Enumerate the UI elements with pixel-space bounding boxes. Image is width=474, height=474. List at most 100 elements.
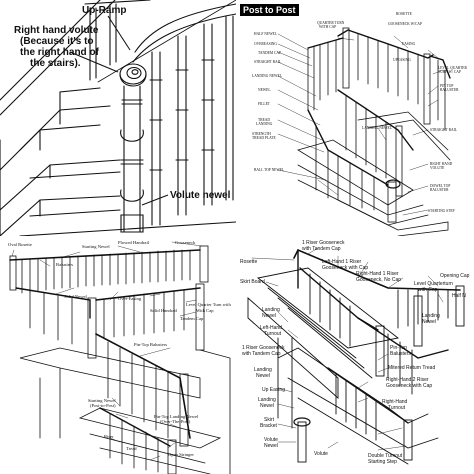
baluster-label: BALUSTER <box>440 88 459 92</box>
with-cap-label: with Cap <box>418 287 438 293</box>
dowel-top-label: DOWEL TOP <box>430 184 451 188</box>
turnout-2-label: Turnout <box>388 405 406 411</box>
strength-label: STRENGTH <box>252 132 271 136</box>
opening-cap-label: Opening Cap <box>440 273 470 279</box>
pin-top-landing-newel-label: Pin-Top Landing Newel <box>154 414 199 419</box>
rosette-label: ROSETTE <box>396 12 412 16</box>
up-easing-label: Up Easing <box>262 387 286 393</box>
post-to-post-title: Post to Post <box>240 4 299 16</box>
panel-right-hand-volute: Up-Ramp Right hand volute (Because it's … <box>0 0 236 236</box>
over-easing-label: Over-Easing <box>118 296 142 301</box>
straight-rail-label: STRAIGHT RAIL <box>254 60 281 64</box>
over-the-post-label: (Over-The-Post) <box>160 419 191 424</box>
newel-label: NEWEL <box>258 88 271 92</box>
starting-step-label: STARTING STEP <box>428 209 455 213</box>
skirt-board-label: Skirt Board <box>240 279 265 285</box>
right-hand-turnout-label: Right-Hand <box>382 399 408 405</box>
skirt-bracket-label: Skirt <box>264 417 274 423</box>
newel-right-label: Newel <box>422 319 436 325</box>
straight-rail-right-label: STRAIGHT RAIL <box>430 128 457 132</box>
open-stringer-label: Open Stringer <box>168 452 194 457</box>
gooseneck-label: Gooseneck <box>175 240 196 245</box>
volute-label: VOLUTE <box>430 166 445 170</box>
ball-top-newel-label: BALL TOP NEWEL <box>254 168 285 172</box>
landing-newel-top-label: Landing <box>262 307 280 313</box>
right-hand-1-riser-label: Right-Hand 1 Riser <box>356 271 399 277</box>
gooseneck-no-cap-label: Gooseneck, No Cap <box>356 277 402 283</box>
starting-newel-label: Starting Newel <box>82 244 110 249</box>
with-tandem-cap-2-label: with Tandem Cap <box>242 351 281 357</box>
starting-step-label: Starting Step <box>368 459 397 465</box>
fillet-label: FILLET <box>258 102 270 106</box>
right-hand-volute-label-4: the stairs). <box>30 58 81 69</box>
riser-gooseneck-tandem-label: 1 Riser Gooseneck <box>302 240 345 246</box>
landing-newel-right-label: Landing <box>422 313 440 319</box>
tread-plate-label: TREAD PLATE <box>252 136 276 140</box>
with-cap-label: With Cap <box>196 308 214 313</box>
half-newel-label: HALF NEWEL <box>254 32 277 36</box>
overeasing-label: OVEREASING <box>254 42 277 46</box>
panel-post-to-post: Post to Post ROSETTE QUARTER TURN WITH C… <box>238 0 474 236</box>
solid-newel-label: Solid Newel <box>64 294 87 299</box>
tandem-cap-label: Tandem Cap <box>180 316 204 321</box>
volute-newel-b-label: Newel <box>264 443 278 449</box>
right-hand-label: RIGHT HAND <box>430 162 453 166</box>
double-turnout-label: Double Turnout <box>368 453 403 459</box>
solid-handrail-label: Solid Handrail <box>150 308 177 313</box>
oval-rosette-label: Oval Rosette <box>8 242 32 247</box>
post-to-post-label: (Post-to-Post) <box>90 403 116 408</box>
volute-newel-label: Volute newel <box>170 190 231 201</box>
right-hand-volute-label-2: (Because it's to <box>20 36 94 47</box>
gooseneck-with-cap-label: Gooseneck with Cap <box>322 265 369 271</box>
left-hand-gooseneck-label: Left-Hand 1 Riser <box>322 259 362 265</box>
landing-newel-2-label: Landing <box>258 397 276 403</box>
plowed-handrail-label: Plowed Handrail <box>118 240 150 245</box>
over-the-post-staircase-drawing <box>247 247 465 465</box>
panel-three-flight-stair: Oval Rosette Starting Newel Plowed Handr… <box>0 238 236 474</box>
quarter-turn-label: QUARTER TURN <box>317 21 345 25</box>
newel-top-label: Newel <box>262 313 276 319</box>
with-cap-label: WITH CAP <box>319 25 337 29</box>
tandem-cap-label: TANDEM CAP <box>258 51 281 55</box>
with-tandem-cap-label: with Tandem Cap <box>302 246 341 252</box>
landing-newel-label: Landing <box>254 367 272 373</box>
grid-divider-horizontal <box>0 236 474 238</box>
newel-2-label: Newel <box>260 403 274 409</box>
newel-label: Newel <box>256 373 270 379</box>
starting-newel-2-label: Starting Newel <box>88 398 116 403</box>
volute-newel-a-label: Volute <box>264 437 278 443</box>
upeasing-label: UPEASING <box>393 58 411 62</box>
right-hand-2-riser-label: Right-Hand 2 Riser <box>386 377 429 383</box>
panel-over-the-post-stair: Rosette 1 Riser Gooseneck with Tandem Ca… <box>238 238 474 474</box>
riser-gooseneck-2-label: 1 Riser Gooseneck <box>242 345 285 351</box>
balusters-label: Balusters <box>56 262 74 267</box>
level-quarterturn-label: Level Quarterturn <box>414 281 453 287</box>
rosette-label: Rosette <box>240 259 258 265</box>
right-hand-volute-label-3: the right hand of <box>20 47 99 58</box>
tread-label: Tread <box>126 446 137 451</box>
tread-label: TREAD <box>258 118 270 122</box>
three-flight-staircase-drawing <box>9 241 231 474</box>
level-quarter-turn-label: Level Quarter Turn with <box>186 302 231 307</box>
baluster-right-label: BALUSTER <box>430 188 449 192</box>
landing-tread-label: LANDING <box>256 122 273 126</box>
gooseneck-cap-label: GOOSENECK W/CAP <box>388 22 422 26</box>
right-hand-volute-label-1: Right hand volute <box>14 25 99 36</box>
easing-label: EASING <box>402 42 416 46</box>
landing-newel-left-label: LANDING NEWEL <box>252 74 282 78</box>
half-newel-label: Half N <box>452 293 466 299</box>
volute-staircase-drawing <box>0 0 236 236</box>
pin-top-label: Pin-Top <box>390 345 407 351</box>
riser-label: Riser <box>104 434 114 439</box>
turnout-label: Turnout <box>264 331 282 337</box>
bracket-label: Bracket <box>260 423 277 429</box>
post-to-post-staircase-drawing <box>277 27 451 236</box>
turn-with-cap-label: TURN W/ CAP <box>438 70 461 74</box>
left-hand-turnout-label: Left-Hand <box>260 325 282 331</box>
balusters-label: Balusters <box>390 351 411 357</box>
landing-newel-center-label: LANDING NEWEL <box>362 126 392 130</box>
up-ramp-label: Up-Ramp <box>82 5 127 16</box>
gooseneck-with-cap-2-label: Gooseneck with Cap <box>386 383 433 389</box>
volute-label: Volute <box>314 451 328 457</box>
pin-top-label: PIN TOP <box>440 84 454 88</box>
